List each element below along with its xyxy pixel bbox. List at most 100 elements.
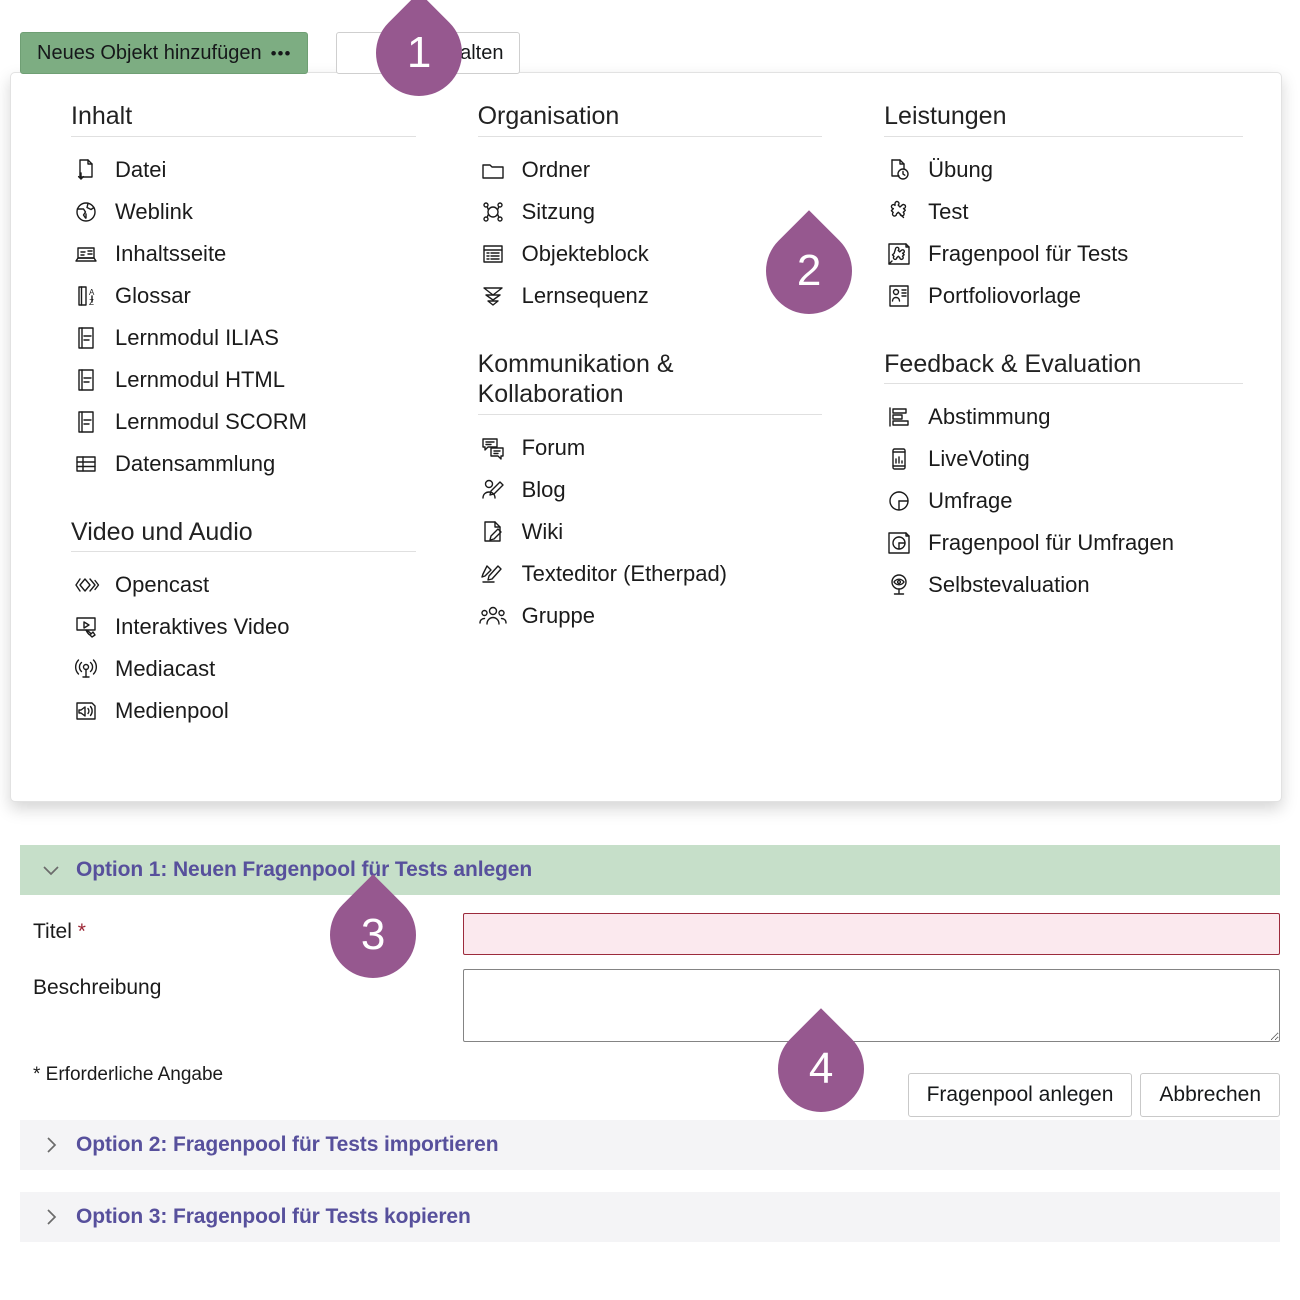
option3-header[interactable]: Option 3: Fragenpool für Tests kopieren	[20, 1192, 1280, 1242]
menu-item-interaktives-video[interactable]: Interaktives Video	[49, 606, 416, 648]
description-textarea[interactable]	[463, 969, 1280, 1042]
object-block-icon	[478, 239, 508, 269]
callout-marker-4: 4	[760, 1008, 882, 1130]
svg-text:A: A	[89, 288, 95, 297]
group-divider	[71, 551, 416, 552]
portfolio-template-icon	[884, 281, 914, 311]
menu-item-label: Portfoliovorlage	[928, 282, 1082, 308]
option1-header[interactable]: Option 1: Neuen Fragenpool für Tests anl…	[20, 845, 1280, 895]
title-field-label: Titel *	[20, 913, 463, 944]
title-label-text: Titel	[33, 920, 72, 943]
menu-item-lernmodul-html[interactable]: Lernmodul HTML	[49, 359, 416, 401]
session-nodes-icon	[478, 197, 508, 227]
menu-item-label: Test	[928, 198, 969, 224]
menu-item-livevoting[interactable]: LiveVoting	[862, 438, 1243, 480]
menu-item-forum[interactable]: Forum	[456, 427, 823, 469]
menu-item-abstimmung[interactable]: Abstimmung	[862, 396, 1243, 438]
menu-item-label: Forum	[521, 434, 586, 460]
menu-item-portfoliovorlage[interactable]: Portfoliovorlage	[862, 275, 1243, 317]
speaker-icon	[71, 696, 101, 726]
interactive-video-icon	[71, 612, 101, 642]
menu-item-gruppe[interactable]: Gruppe	[456, 595, 823, 637]
group-heading: Video und Audio	[71, 517, 253, 546]
menu-item-label: Medienpool	[115, 698, 229, 724]
title-input[interactable]	[463, 913, 1280, 955]
group-heading: Organisation	[477, 102, 620, 130]
menu-item-texteditor-etherpad[interactable]: Texteditor (Etherpad)	[456, 553, 823, 595]
menu-item-lernmodul-scorm[interactable]: Lernmodul SCORM	[49, 401, 416, 443]
menu-item-fragenpool-f-r-umfragen[interactable]: Fragenpool für Umfragen	[862, 522, 1243, 564]
menu-item-label: Übung	[928, 156, 993, 182]
group-heading: Feedback & Evaluation	[884, 349, 1142, 378]
cancel-button[interactable]: Abbrechen	[1140, 1073, 1280, 1117]
menu-item-sitzung[interactable]: Sitzung	[456, 191, 823, 233]
menu-item-objekteblock[interactable]: Objekteblock	[456, 233, 823, 275]
menu-item-label: Blog	[521, 476, 566, 502]
chevron-right-icon	[40, 1134, 62, 1156]
menu-item-label: Glossar	[115, 282, 191, 308]
menu-item-lernmodul-ilias[interactable]: Lernmodul ILIAS	[49, 317, 416, 359]
callout-1-number: 1	[406, 27, 432, 77]
menu-item-umfrage[interactable]: Umfrage	[862, 480, 1243, 522]
title-field-row: Titel *	[20, 913, 1280, 955]
menu-item-blog[interactable]: Blog	[456, 469, 823, 511]
broadcast-icon	[71, 654, 101, 684]
form-actions: Fragenpool anlegen Abbrechen	[907, 1073, 1280, 1117]
question-pool-test-icon	[884, 239, 914, 269]
menu-item-label: Umfrage	[928, 488, 1013, 514]
menu-item-datei[interactable]: Datei	[49, 149, 416, 191]
menu-item-ordner[interactable]: Ordner	[456, 149, 823, 191]
menu-item-opencast[interactable]: Opencast	[49, 564, 416, 606]
menu-item-label: Datei	[115, 156, 167, 182]
globe-icon	[71, 197, 101, 227]
menu-item-label: Lernsequenz	[521, 282, 649, 308]
group-divider	[884, 383, 1244, 384]
menu-item-test[interactable]: Test	[862, 191, 1243, 233]
group-divider	[71, 135, 416, 137]
menu-item-datensammlung[interactable]: Datensammlung	[49, 443, 416, 485]
menu-item-label: Selbstevaluation	[928, 572, 1090, 598]
menu-item-inhaltsseite[interactable]: Inhaltsseite	[49, 233, 416, 275]
menu-item-bung[interactable]: Übung	[862, 149, 1243, 191]
menu-item-label: Fragenpool für Tests	[928, 240, 1129, 266]
chevron-down-icon	[40, 859, 62, 881]
folder-icon	[478, 155, 508, 185]
menu-item-selbstevaluation[interactable]: Selbstevaluation	[862, 564, 1243, 606]
menu-item-medienpool[interactable]: Medienpool	[49, 690, 416, 732]
menu-item-mediacast[interactable]: Mediacast	[49, 648, 416, 690]
menu-item-label: Gruppe	[521, 602, 595, 628]
file-download-icon	[71, 155, 101, 185]
eye-scope-icon	[884, 570, 914, 600]
group-heading: Inhalt	[71, 102, 133, 130]
pie-icon	[884, 486, 914, 516]
menu-item-label: Ordner	[521, 156, 591, 182]
group-spacer	[862, 317, 1243, 349]
menu-item-wiki[interactable]: Wiki	[456, 511, 823, 553]
option2-title: Option 2: Fragenpool für Tests importier…	[76, 1133, 499, 1156]
content-page-icon	[71, 239, 101, 269]
learning-module-icon	[71, 407, 101, 437]
chevron-right-icon	[40, 1206, 62, 1228]
menu-item-lernsequenz[interactable]: Lernsequenz	[456, 275, 823, 317]
menu-item-weblink[interactable]: Weblink	[49, 191, 416, 233]
manage-button-label: alten	[460, 41, 504, 64]
menu-item-fragenpool-f-r-tests[interactable]: Fragenpool für Tests	[862, 233, 1243, 275]
menu-item-label: Lernmodul SCORM	[115, 408, 307, 434]
required-note: * Erforderliche Angabe	[33, 1064, 224, 1085]
callout-3-number: 3	[360, 910, 386, 960]
puzzle-icon	[884, 197, 914, 227]
create-question-pool-button[interactable]: Fragenpool anlegen	[907, 1073, 1133, 1117]
question-pool-survey-icon	[884, 528, 914, 558]
add-new-object-button[interactable]: Neues Objekt hinzufügen •••	[20, 32, 309, 74]
opencast-diamond-icon	[71, 570, 101, 600]
option1-title: Option 1: Neuen Fragenpool für Tests anl…	[76, 858, 533, 881]
callout-marker-3: 3	[312, 874, 434, 996]
menu-item-label: Fragenpool für Umfragen	[928, 530, 1174, 556]
menu-item-label: Mediacast	[115, 656, 216, 682]
question-pool-creation-form: Option 1: Neuen Fragenpool für Tests anl…	[20, 845, 1280, 1242]
learning-module-icon	[71, 323, 101, 353]
option2-header[interactable]: Option 2: Fragenpool für Tests importier…	[20, 1120, 1280, 1170]
group-heading: Kommunikation & Kollaboration	[477, 349, 674, 409]
